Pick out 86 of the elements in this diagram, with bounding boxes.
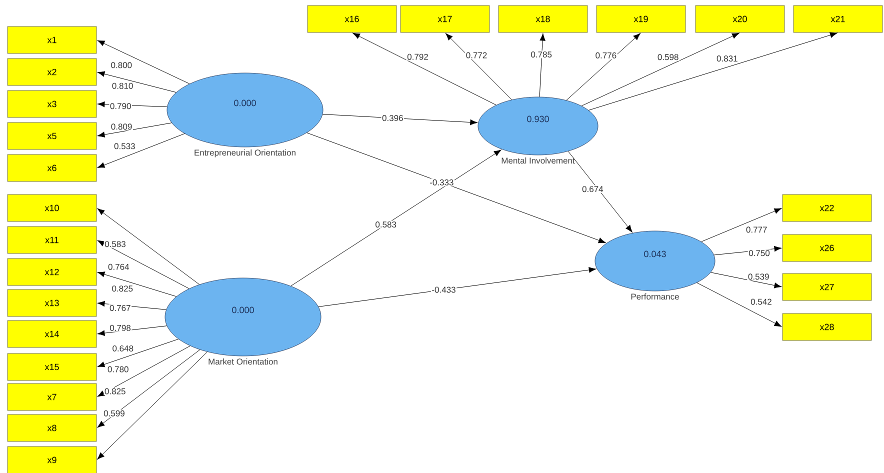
indicator-box: x14 — [7, 320, 97, 348]
arrow — [696, 282, 782, 327]
edge-label: 0.533 — [113, 142, 136, 150]
indicator-box: x27 — [782, 273, 872, 301]
arrow — [97, 71, 176, 93]
arrow — [588, 32, 838, 110]
edge-label: 0.809 — [110, 122, 133, 130]
edge-label: 0.599 — [102, 410, 126, 418]
indicator-box: x15 — [7, 353, 97, 381]
arrow — [97, 326, 168, 336]
edge-label: 0.825 — [110, 284, 134, 292]
edge-label: 0.777 — [745, 226, 768, 234]
node-label: Market Orientation — [208, 358, 278, 365]
indicator-box: x11 — [7, 226, 97, 254]
edge-label: 0.831 — [716, 54, 739, 62]
arrow — [306, 132, 606, 244]
arrow — [97, 133, 185, 168]
edge-label: 0.792 — [406, 53, 430, 61]
arrow — [714, 246, 782, 256]
arrow — [97, 352, 208, 460]
arrow — [97, 338, 179, 368]
node-label: Entrepreneurial Orientation — [194, 149, 296, 158]
arrow — [97, 122, 172, 138]
edge-label: 0.776 — [594, 52, 618, 60]
node-label: Mental Involvement — [502, 157, 575, 164]
arrow — [97, 300, 166, 310]
edge-label: -0.333 — [428, 178, 455, 186]
edge-label: 0.648 — [111, 344, 134, 352]
indicator-box: x28 — [782, 313, 872, 341]
arrow — [581, 32, 740, 106]
indicator-box: x2 — [7, 58, 97, 86]
arrow — [352, 32, 496, 106]
indicator-box: x7 — [7, 383, 97, 411]
arrow — [566, 33, 640, 100]
arrow — [568, 151, 632, 232]
edge-label: 0.810 — [111, 82, 134, 90]
arrow — [97, 349, 200, 428]
arrow — [97, 346, 190, 397]
indicator-box: x5 — [7, 122, 97, 150]
arrow — [98, 102, 168, 108]
indicator-box: x8 — [7, 414, 97, 442]
indicator-box: x16 — [307, 5, 397, 33]
edge-label: 0.825 — [104, 388, 127, 396]
arrow — [97, 208, 200, 285]
arrow — [445, 33, 512, 100]
indicator-box: x13 — [7, 289, 97, 317]
edge-label: 0.772 — [465, 51, 488, 60]
edge-label: 0.583 — [104, 240, 127, 248]
indicator-box: x19 — [596, 5, 686, 33]
indicator-box: x17 — [400, 5, 490, 33]
edge-label: 0.583 — [374, 220, 398, 228]
edge-label: 0.539 — [747, 272, 770, 280]
edge-label: 0.764 — [107, 263, 130, 271]
indicator-box: x18 — [498, 5, 588, 33]
indicator-box: x12 — [7, 258, 97, 286]
arrow — [710, 272, 782, 288]
arrow — [97, 40, 190, 84]
arrow — [97, 272, 177, 297]
edge-label: 0.598 — [656, 53, 680, 61]
node-label: Performance — [631, 293, 679, 300]
arrow — [701, 208, 782, 242]
indicator-box: x9 — [7, 446, 97, 473]
indicator-box: x1 — [7, 26, 97, 54]
edge-label: 0.767 — [108, 304, 132, 312]
indicator-box: x21 — [793, 5, 883, 33]
edge-label: 0.396 — [381, 114, 404, 122]
edge-label: 0.542 — [750, 298, 773, 306]
arrow — [318, 267, 596, 307]
indicator-box: x10 — [7, 194, 97, 222]
indicator-box: x3 — [7, 90, 97, 118]
edge-label: 0.780 — [106, 365, 130, 374]
edge-label: 0.800 — [110, 61, 133, 69]
arrow — [322, 114, 478, 126]
indicator-box: x20 — [695, 5, 785, 33]
edge-label: 0.750 — [748, 249, 771, 257]
indicator-box: x6 — [7, 154, 97, 182]
indicator-box: x22 — [782, 194, 872, 222]
edge-label: 0.674 — [581, 185, 604, 193]
arrow — [97, 240, 190, 289]
edge-label: 0.785 — [530, 50, 553, 58]
edge-label: -0.433 — [430, 286, 457, 294]
arrow — [539, 33, 546, 98]
edge-label: 0.790 — [109, 102, 132, 110]
edge-label: 0.798 — [108, 324, 132, 332]
arrow — [290, 150, 502, 286]
indicator-box: x26 — [782, 234, 872, 262]
